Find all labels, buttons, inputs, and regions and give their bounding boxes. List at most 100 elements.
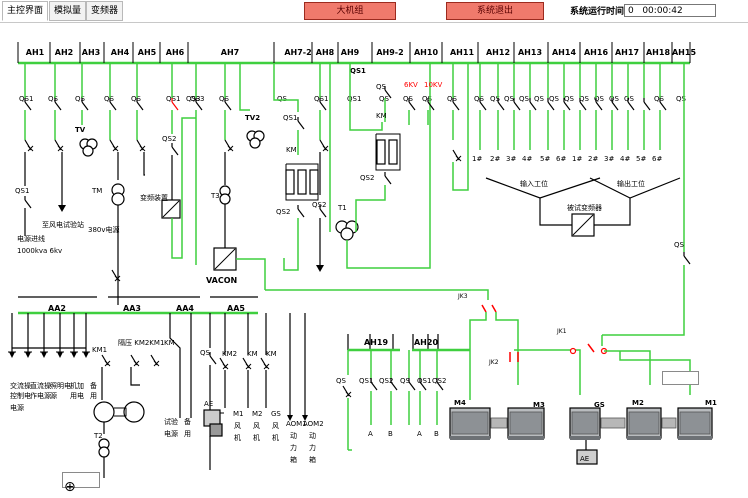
arrow-down	[316, 265, 324, 272]
switch-label-12: QS	[403, 95, 414, 103]
cabinet-label-ah7: AH7	[221, 48, 239, 57]
motor-m2-base	[627, 436, 661, 440]
switch-blade	[209, 355, 217, 365]
switch-blade	[81, 101, 89, 111]
supply-in-label: 电源进线	[17, 234, 45, 243]
test-point-1: 2#	[490, 155, 500, 163]
ah15-out	[602, 265, 685, 336]
km-ah7-2-label: KM	[286, 146, 297, 154]
ah19-qs2: QS2	[379, 377, 393, 385]
output-stage-label: 输出工位	[617, 179, 645, 188]
switch-blade	[611, 101, 619, 111]
breaker-mark	[455, 155, 462, 162]
resistor-bank	[285, 163, 319, 201]
lv-bus-label-aa4: AA4	[176, 304, 194, 313]
m1-label-0: M1	[233, 410, 244, 418]
switch-label-4: QS	[131, 95, 142, 103]
motor-ae-label: AE	[580, 455, 589, 463]
cabinet-label-ah10: AH10	[414, 48, 438, 57]
lv-bus-label-aa5: AA5	[227, 304, 245, 313]
wire	[355, 185, 386, 232]
gs-label-1: 风	[272, 422, 279, 430]
switch-blade	[513, 101, 521, 111]
feeder-ah7-2	[273, 63, 299, 112]
jk1-out	[604, 350, 651, 385]
cabinet-label-ah18: AH18	[646, 48, 670, 57]
jk1-contact	[587, 343, 595, 353]
qs1-label: QS1	[15, 187, 29, 195]
aom2-label-0: AOM2	[303, 420, 324, 428]
switch-label-13: QS	[422, 95, 433, 103]
wire	[349, 63, 383, 131]
cabinet-label-ah12: AH12	[486, 48, 510, 57]
motor-m1-label: M1	[705, 399, 717, 407]
motor-coil	[93, 401, 115, 423]
motor-m2-label: M2	[632, 399, 644, 407]
value-input-box-left[interactable]	[62, 472, 100, 488]
zoom-icon[interactable]: ⊕	[64, 479, 76, 495]
switch-blade	[54, 101, 62, 111]
switch-label-14: QS	[447, 95, 458, 103]
breaker-mark	[263, 363, 270, 370]
switch-blade	[547, 101, 555, 111]
breaker-mark	[112, 145, 119, 152]
jk2-label: JK2	[488, 359, 499, 366]
switch-blade	[297, 208, 305, 218]
standby-label-1: 用	[184, 430, 191, 438]
coupling-gs-m2	[600, 417, 626, 429]
vfd-loop	[171, 117, 196, 259]
tm-label: TM	[91, 187, 102, 195]
test-point-6: 1#	[572, 155, 582, 163]
value-input-box-right[interactable]	[662, 371, 699, 385]
switch-blade	[419, 381, 427, 391]
cabinet-label-ah15: AH15	[672, 48, 696, 57]
wind-test-label: 至风电试验站	[42, 220, 84, 229]
input-stage-label: 输入工位	[520, 179, 548, 188]
resistor	[388, 139, 398, 165]
jk3-out-right	[495, 312, 519, 385]
tab-analog[interactable]: 模拟量	[49, 1, 87, 21]
aom1-label-3: 箱	[290, 455, 297, 464]
resistor	[309, 169, 319, 195]
6kv-label: 6KV	[404, 81, 418, 89]
switch-blade	[319, 101, 327, 111]
switch-label-17: QS	[504, 95, 515, 103]
ah20-qs1: QS1	[417, 377, 431, 385]
switch-label-22: QS	[579, 95, 590, 103]
tab-inverter[interactable]: 变频器	[86, 1, 124, 21]
switch-label-21: QS	[564, 95, 575, 103]
ae-label-left: AE	[204, 400, 213, 408]
breaker-mark	[227, 145, 234, 152]
motor-m1-base	[678, 436, 712, 440]
aa2-feeder-l2-1: 作电源	[30, 391, 51, 400]
switch-label-7: QS	[219, 95, 230, 103]
runtime-display: 0 00:00:42	[624, 4, 716, 17]
big-unit-button[interactable]: 大机组	[304, 2, 396, 20]
tab-main-control[interactable]: 主控界面	[2, 1, 49, 21]
switch-blade	[384, 175, 392, 185]
arrow-down	[302, 415, 308, 421]
supply-spec-label: 1000kva 6kv	[17, 247, 62, 255]
switch-blade	[370, 381, 378, 391]
ah19-label: AH19	[364, 338, 388, 347]
t3-label: T3	[210, 192, 220, 200]
m2-label-1: 风	[253, 422, 260, 430]
switch-label-0: QS1	[19, 95, 33, 103]
switch-blade	[390, 381, 398, 391]
ah20-qs: QS	[400, 377, 411, 385]
aa2-feeder-l2-3: 用电	[70, 391, 84, 400]
aa2-feeder-l2-0: 控制电	[10, 391, 31, 400]
arrow-down	[83, 352, 89, 358]
switch-blade	[408, 101, 416, 111]
jk3-contact	[491, 304, 497, 313]
breaker-mark	[57, 145, 64, 152]
vfd-device-label: 变频装置	[140, 193, 168, 202]
test-point-5: 6#	[556, 155, 566, 163]
ah9-qs1-label: QS1	[350, 67, 366, 75]
system-exit-button[interactable]: 系统退出	[446, 2, 544, 20]
tv2-label: TV2	[245, 114, 260, 122]
cabinet-label-ah16: AH16	[584, 48, 608, 57]
m1-label-2: 机	[234, 433, 241, 442]
breaker-mark	[139, 145, 146, 152]
switch-blade	[595, 101, 603, 111]
